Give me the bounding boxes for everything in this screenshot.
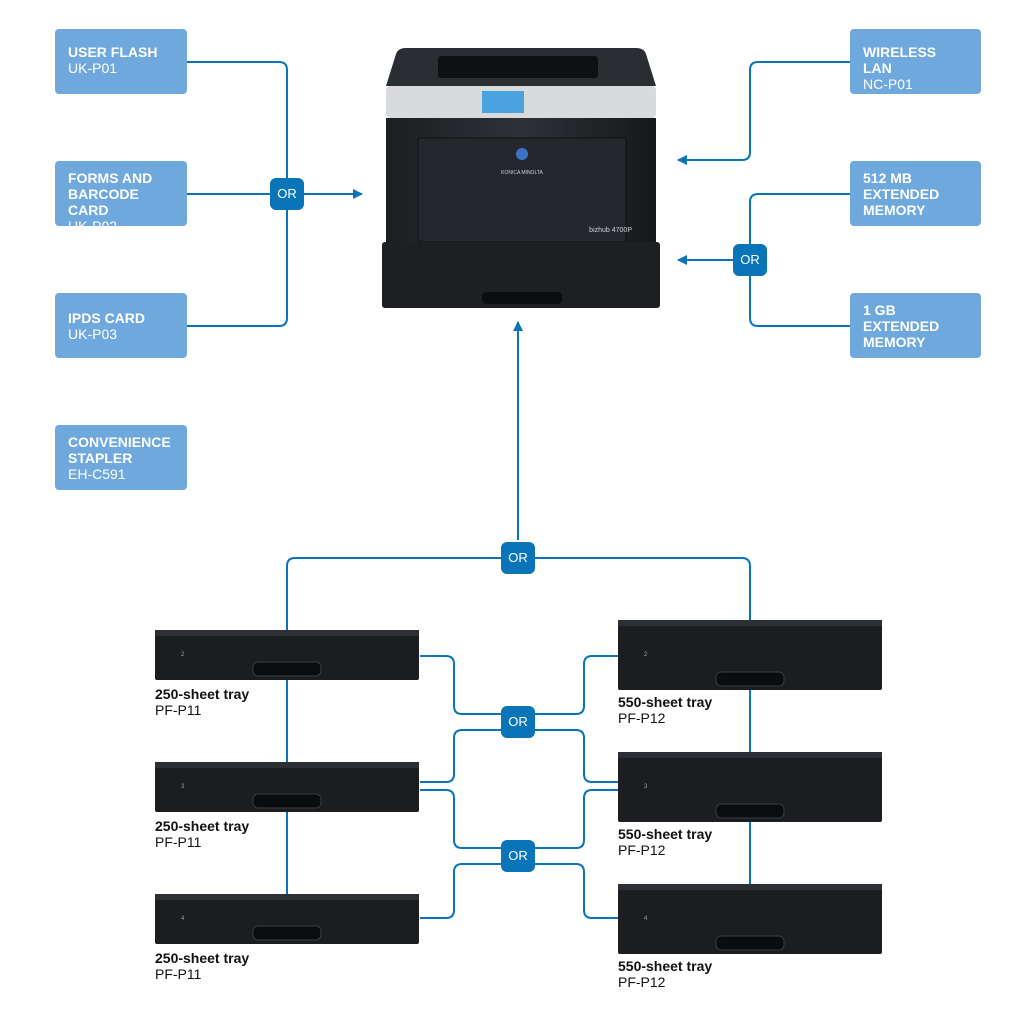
accessory-wireless-lan: WIRELESS LAN NC-P01: [850, 29, 981, 94]
accessory-512mb-memory: 512 MB EXTENDED MEMORY: [850, 161, 981, 226]
tray-title: 550-sheet tray: [618, 694, 713, 710]
accessory-code: NC-P01: [863, 76, 913, 92]
paper-tray-icon: 3: [155, 762, 419, 812]
tray-code: PF-P11: [155, 834, 202, 850]
tray-title: 250-sheet tray: [155, 686, 250, 702]
tray-number: 4: [181, 916, 185, 922]
paper-tray-icon: 4: [618, 884, 882, 954]
accessory-title: CONVENIENCE STAPLER: [68, 434, 171, 466]
printer-model: bizhub 4700P: [589, 227, 632, 234]
tray-code: PF-P12: [618, 974, 666, 990]
or-badge-tray-level-1: OR: [501, 706, 535, 738]
tray-number: 2: [644, 652, 648, 658]
tray-code: PF-P12: [618, 710, 666, 726]
accessory-code: UK-P02: [68, 218, 118, 234]
or-badge-tray-level-2: OR: [501, 840, 535, 872]
or-badge-trays: OR: [501, 542, 535, 574]
tray-title: 550-sheet tray: [618, 958, 713, 974]
tray-title: 550-sheet tray: [618, 826, 713, 842]
tray-number: 3: [644, 784, 648, 790]
accessory-convenience-stapler: CONVENIENCE STAPLER EH-C591: [55, 425, 187, 490]
tray-number: 4: [644, 916, 648, 922]
paper-tray-icon: 3: [618, 752, 882, 822]
accessory-1gb-memory: 1 GB EXTENDED MEMORY: [850, 293, 981, 358]
accessory-code: UK-P03: [68, 326, 118, 342]
tray-number: 3: [181, 784, 185, 790]
accessory-title: WIRELESS LAN: [863, 44, 937, 76]
paper-tray-icon: 2: [618, 620, 882, 690]
accessory-title: 512 MB EXTENDED MEMORY: [863, 170, 940, 218]
tray-number: 2: [181, 652, 185, 658]
or-badge-memory: OR: [733, 244, 767, 276]
tray-code: PF-P11: [155, 966, 202, 982]
accessory-title: FORMS AND BARCODE CARD: [68, 170, 153, 218]
accessory-ipds-card: IPDS CARD UK-P03: [55, 293, 187, 358]
accessory-code: UK-P01: [68, 60, 118, 76]
accessory-forms-barcode-card: FORMS AND BARCODE CARD UK-P02: [55, 161, 187, 234]
tray-code: PF-P11: [155, 702, 202, 718]
accessory-user-flash: USER FLASH UK-P01: [55, 29, 187, 94]
paper-tray-icon: 2: [155, 630, 419, 680]
tray-title: 250-sheet tray: [155, 950, 250, 966]
accessory-title: IPDS CARD: [68, 310, 146, 326]
printer-icon: KONICA MINOLTA bizhub 4700P: [382, 48, 660, 308]
accessory-title: 1 GB EXTENDED MEMORY: [863, 302, 940, 350]
printer-brand: KONICA MINOLTA: [501, 170, 543, 176]
tray-code: PF-P12: [618, 842, 666, 858]
paper-tray-icon: 4: [155, 894, 419, 944]
or-badge-left: OR: [270, 178, 304, 210]
accessory-title: USER FLASH: [68, 44, 158, 60]
accessory-code: EH-C591: [68, 466, 126, 482]
tray-title: 250-sheet tray: [155, 818, 250, 834]
